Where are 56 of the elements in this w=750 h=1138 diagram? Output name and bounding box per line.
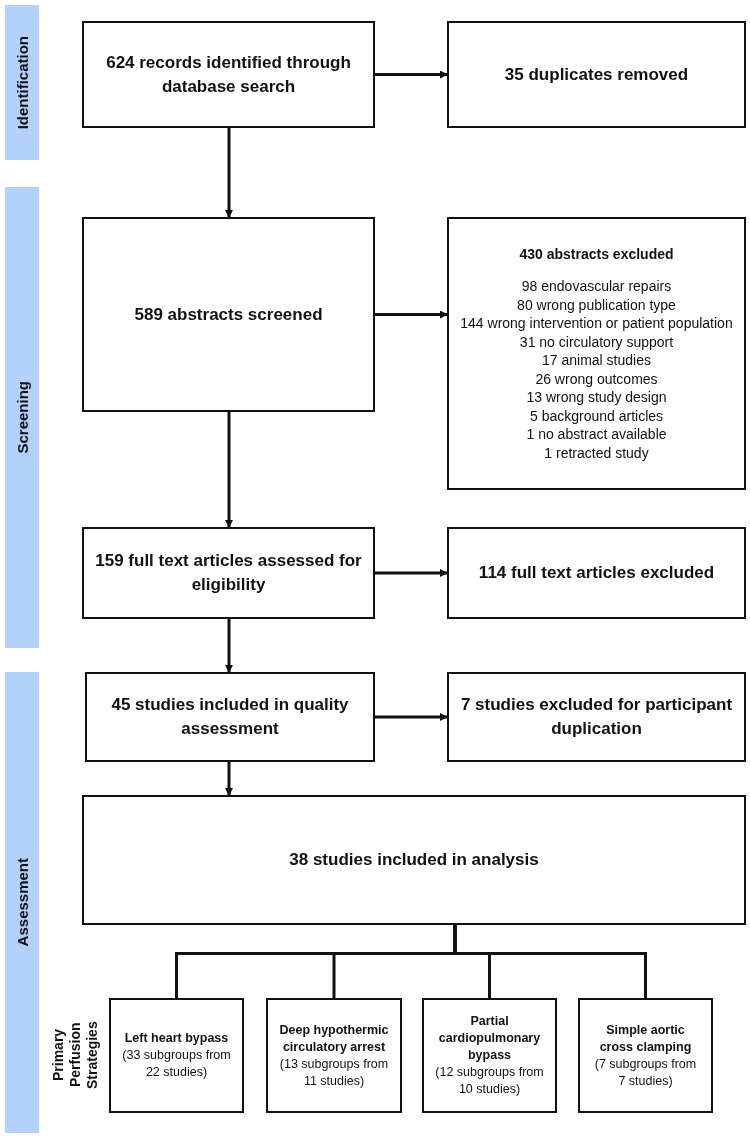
box-text: 98 endovascular repairs <box>521 277 672 296</box>
box-text: 17 animal studies <box>542 351 651 370</box>
box-text: (7 subgroups from 7 studies) <box>593 1055 698 1090</box>
box-heading: 114 full text articles excluded <box>478 562 715 584</box>
process-box <box>447 21 746 128</box>
box-heading: 159 full text articles assessed for eligibility <box>94 550 363 596</box>
process-box <box>447 217 746 490</box>
box-text: 1 retracted study <box>544 443 649 463</box>
box-text: 31 no circulatory support <box>519 332 674 352</box>
process-box <box>82 527 375 619</box>
arrow <box>225 762 233 796</box>
box-heading: 589 abstracts screened <box>134 303 323 326</box>
process-box <box>578 998 713 1113</box>
box-text: 13 wrong study design <box>526 388 667 407</box>
box-heading: Deep hypothermic circulatory arrest <box>278 1021 390 1056</box>
section-band <box>5 672 39 1133</box>
box-text: 1 no abstract available <box>526 425 667 444</box>
process-box <box>447 527 746 619</box>
box-text: (33 subgroups from 22 studies) <box>121 1047 232 1081</box>
box-text: 80 wrong publication type <box>517 295 676 315</box>
connector-line <box>453 925 647 998</box>
box-text: 144 wrong intervention or patient population <box>460 314 733 333</box>
arrow <box>225 128 233 218</box>
box-text: (12 subgroups from 10 studies) <box>434 1064 545 1098</box>
arrow <box>375 713 448 721</box>
box-heading: Left heart bypass <box>124 1030 229 1047</box>
section-band <box>5 187 39 648</box>
side-label: Primary Perfusion Strategies <box>50 1020 101 1091</box>
box-heading: Partial cardiopulmonary bypass <box>437 1013 542 1064</box>
box-heading: Simple aortic cross clamping <box>598 1021 693 1056</box>
box-text: 26 wrong outcomes <box>535 369 658 389</box>
box-heading: 35 duplicates removed <box>504 63 689 86</box>
process-box <box>82 21 375 128</box>
box-heading: 430 abstracts excluded <box>519 244 674 264</box>
arrow <box>375 569 448 577</box>
process-box <box>422 998 557 1113</box>
process-box <box>85 672 375 762</box>
section-label: Screening <box>13 381 31 454</box>
section-label: Identification <box>13 35 31 130</box>
box-heading: 624 records identified through database search <box>105 51 352 98</box>
box-text: 5 background articles <box>529 406 664 426</box>
process-box <box>82 217 375 412</box>
process-box <box>82 795 746 925</box>
arrow <box>225 619 233 673</box>
arrow <box>375 70 448 79</box>
arrow <box>375 310 448 319</box>
process-box <box>266 998 402 1113</box>
arrow <box>225 412 233 528</box>
section-label: Assessment <box>13 858 31 947</box>
box-heading: 45 studies included in quality assessment <box>110 694 350 740</box>
process-box <box>447 672 746 762</box>
box-heading: 38 studies included in analysis <box>289 849 539 871</box>
section-band <box>5 5 39 160</box>
box-text: (13 subgroups from 11 studies) <box>278 1055 390 1090</box>
box-heading: 7 studies excluded for participant duplication <box>459 694 734 740</box>
process-box <box>109 998 244 1113</box>
